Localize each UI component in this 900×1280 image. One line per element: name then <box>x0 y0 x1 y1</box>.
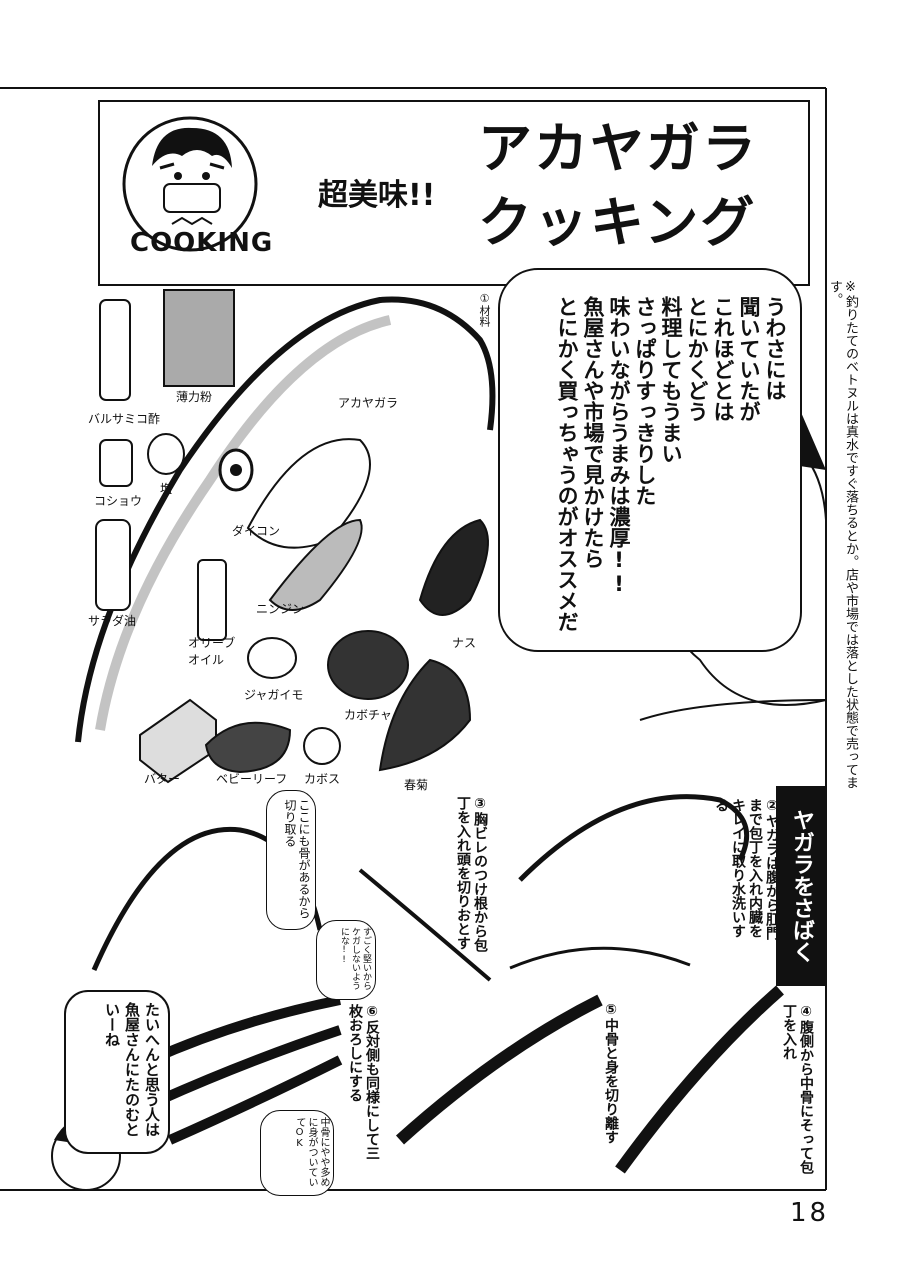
speech-main-col-1: うわさには <box>763 296 787 401</box>
sub-title: 超美味!! <box>318 178 436 213</box>
bubble-fishmonger: たいへんと思う人は魚屋さんにたのむといーね <box>64 990 170 1154</box>
label-fish: アカヤガラ <box>338 396 399 410</box>
label-salt: 塩 <box>160 482 173 496</box>
speech-main-col-3: これほどとは <box>711 296 735 422</box>
label-shungiku: 春菊 <box>404 778 429 792</box>
label-carrot: ニンジン <box>256 602 305 616</box>
step-2: ②ヤガラは腹から肛門まで包丁を入れ内臓をキレイに取り水洗いする <box>713 798 780 940</box>
speech-bubble-main <box>498 268 802 652</box>
section-label: ヤガラをさばく <box>776 786 826 986</box>
speech-main-col-9: とにかく買っちゃうのがオススメだ <box>555 296 579 632</box>
step-5: ⑤中骨と身を切り離す <box>603 1002 619 1144</box>
emblem-text: COOKING <box>130 228 274 258</box>
label-pumpkin: カボチャ <box>344 708 392 722</box>
speech-main-col-8: 魚屋さんや市場で見かけたら <box>581 296 605 569</box>
label-eggplant: ナス <box>452 636 477 650</box>
label-salad-oil: サラダ油 <box>88 614 137 628</box>
label-butter: バター <box>144 772 181 786</box>
step-3: ③胸ビレのつけ根から包丁を入れ頭を切りおとす <box>455 796 488 952</box>
label-flour: 薄力粉 <box>176 390 213 404</box>
bubble-meat-ok: 中骨にやや多めに身がついていてOK <box>260 1110 334 1196</box>
speech-main-col-2: 聞いていたが <box>737 296 761 422</box>
title-line-1: アカヤガラ <box>478 117 758 180</box>
bubble-bone-here: ここにも骨があるから切り取る <box>266 790 316 930</box>
step-4: ④腹側から中骨にそって包丁を入れ <box>781 1004 814 1174</box>
label-pepper: コショウ <box>94 494 143 508</box>
label-balsamic: バルサミコ酢 <box>88 412 161 426</box>
side-note: ※釣りたてのベトヌルは真水ですぐ落ちるとか。店や市場では落とした状態で売ってます… <box>827 280 858 789</box>
title-line-2: クッキング <box>478 191 757 254</box>
label-kabosu: カボス <box>304 772 341 786</box>
step-6: ⑥反対側も同様にして三枚おろしにする <box>347 1004 380 1160</box>
ingredients-heading: ①材料 <box>478 292 491 327</box>
label-olive-oil: オリーブ オイル <box>188 636 236 667</box>
label-daikon: ダイコン <box>232 524 281 538</box>
page-number: 18 <box>790 1198 830 1228</box>
speech-main-col-7: 味わいながらうまみは濃厚!! <box>607 296 631 596</box>
speech-main-col-4: とにかくどう <box>685 296 709 422</box>
speech-main-col-6: さっぱりすっきりした <box>633 296 657 506</box>
chef-emblem <box>112 106 282 276</box>
label-potato: ジャガイモ <box>244 688 304 702</box>
speech-main-col-5: 料理してもうまい <box>659 296 683 464</box>
bubble-hard: すごく堅いからケガしないようにな!! <box>316 920 376 1000</box>
label-baby-leaf: ベビーリーフ <box>216 772 288 786</box>
